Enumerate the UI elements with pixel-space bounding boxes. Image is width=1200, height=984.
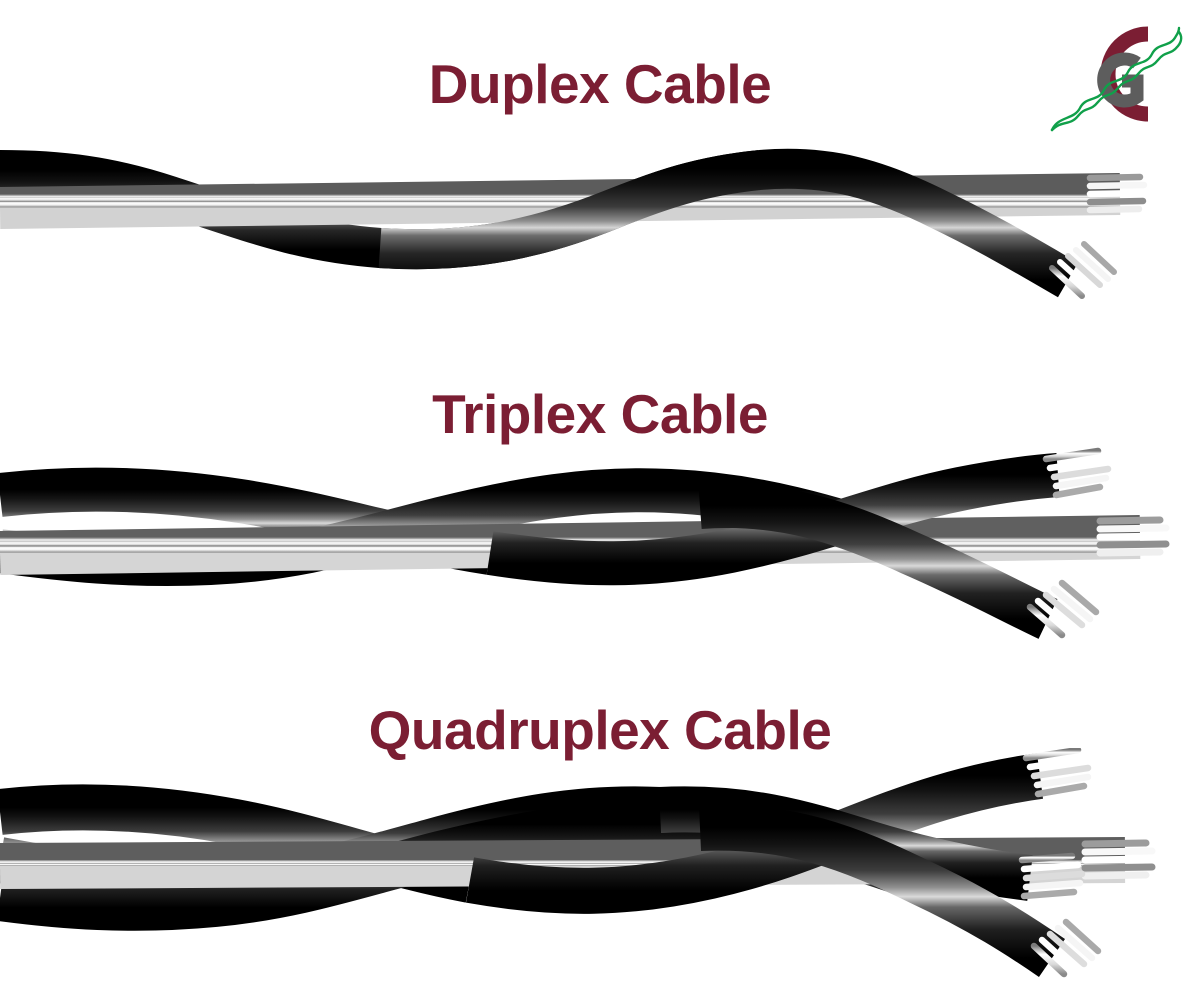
quadruplex-wire-a-cut-end-strands xyxy=(1022,748,1092,798)
triplex-wire-b-cut-end-strands xyxy=(1026,579,1100,639)
section-quadruplex: Quadruplex Cable xyxy=(0,670,1200,984)
quadruplex-neutral-cut-end xyxy=(1081,839,1160,880)
title-triplex: Triplex Cable xyxy=(432,383,768,445)
quadruplex-wire-b-cut-end-strands xyxy=(1018,852,1086,900)
triplex-neutral-cut-end xyxy=(1096,516,1174,557)
cable-illustration-quadruplex xyxy=(0,748,1160,978)
duplex-insulated-wire-front xyxy=(378,148,1117,299)
logo-svg xyxy=(1050,26,1183,132)
triplex-insulated-wire-b-front xyxy=(698,483,1100,639)
quadruplex-insulated-wire-c-front xyxy=(698,804,1102,978)
cable-illustration-duplex xyxy=(0,148,1151,299)
section-duplex: Duplex Cable xyxy=(0,0,1200,330)
cable-illustration-triplex xyxy=(0,447,1174,639)
section-triplex: Triplex Cable xyxy=(0,330,1200,670)
title-quadruplex: Quadruplex Cable xyxy=(368,699,832,761)
logo-green-wire-icon xyxy=(1050,26,1183,132)
cg-cable-logo xyxy=(1036,8,1186,140)
title-duplex: Duplex Cable xyxy=(428,53,772,115)
duplex-neutral-cut-end xyxy=(1086,173,1151,214)
duplex-insulated-cut-end-strands xyxy=(1049,241,1117,299)
triplex-wire-a-cut-end-strands xyxy=(1042,447,1112,499)
quadruplex-wire-c-cut-end-strands xyxy=(1030,918,1102,978)
logo-letter-g xyxy=(1097,52,1144,108)
